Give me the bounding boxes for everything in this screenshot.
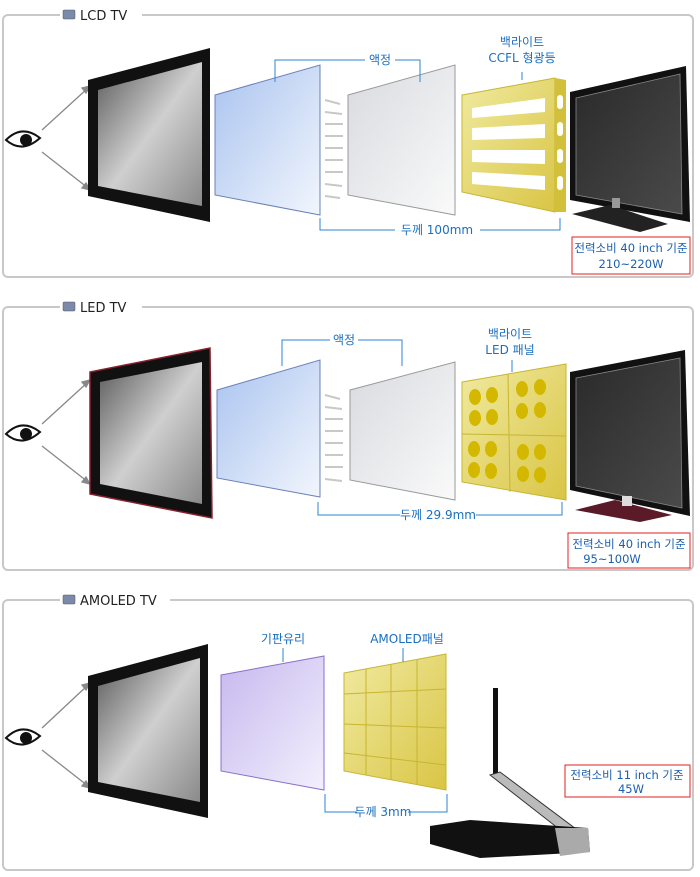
svg-text:전력소비 11 inch 기준: 전력소비 11 inch 기준 (570, 768, 683, 782)
thickness-label: 두께 100mm (401, 223, 473, 237)
backlight-type-label: LED 패널 (485, 343, 534, 357)
backlight-label: 백라이트 (500, 35, 544, 49)
eye-icon (4, 424, 42, 442)
amoled-panel-label: AMOLED패널 (370, 632, 444, 646)
backlight-type-label: CCFL 형광등 (488, 51, 555, 65)
section-bullet-icon (62, 594, 76, 605)
layer-label: 기판유리 (261, 632, 305, 646)
section-amoled-tv: AMOLED TV 기판유리 AMOLED패널 두께 3mm (2, 593, 694, 871)
eye-icon (4, 130, 42, 148)
liquid-crystal-lines (324, 394, 343, 482)
svg-text:전력소비 40 inch 기준: 전력소비 40 inch 기준 (574, 241, 687, 255)
layer-label: 액정 (333, 333, 355, 347)
backlight-label: 백라이트 (488, 327, 532, 341)
eye-icon (4, 728, 42, 746)
svg-text:45W: 45W (618, 782, 644, 796)
amoled-tv-image (430, 688, 590, 858)
section-title: LED TV (80, 301, 127, 316)
power-consumption-box: 전력소비 40 inch 기준 210~220W (571, 236, 691, 275)
thickness-label: 두께 3mm (355, 805, 412, 819)
substrate-glass-layer (220, 655, 325, 791)
lcd-blue-layer (216, 359, 321, 498)
section-title: AMOLED TV (80, 594, 157, 609)
tv-front-image (89, 347, 213, 519)
liquid-crystal-lines (324, 99, 343, 199)
power-consumption-box: 전력소비 40 inch 기준 95~100W (567, 532, 691, 569)
lcd-grey-layer (347, 64, 456, 216)
tv-front-image (88, 48, 210, 222)
led-backlight-image (461, 363, 567, 501)
amoled-panel-image (343, 653, 447, 791)
lcd-grey-layer (349, 361, 456, 501)
ccfl-backlight-image (461, 77, 566, 213)
view-arrows (41, 378, 92, 486)
lcd-blue-layer (214, 64, 321, 216)
svg-text:210~220W: 210~220W (599, 257, 664, 271)
section-bullet-icon (62, 9, 76, 20)
tv-side-image (570, 350, 690, 522)
section-lcd-tv: LCD TV 액정 (2, 8, 694, 278)
section-bullet-icon (62, 301, 76, 312)
section-title: LCD TV (80, 9, 127, 24)
power-consumption-box: 전력소비 11 inch 기준 45W (564, 764, 691, 798)
thickness-label: 두께 29.9mm (400, 508, 476, 522)
svg-text:전력소비 40 inch 기준: 전력소비 40 inch 기준 (572, 537, 685, 551)
layer-label: 액정 (369, 53, 391, 67)
svg-text:95~100W: 95~100W (583, 552, 641, 566)
tv-front-image (88, 644, 208, 818)
tv-side-image (570, 66, 690, 232)
section-led-tv: LED TV 액정 (2, 300, 694, 571)
